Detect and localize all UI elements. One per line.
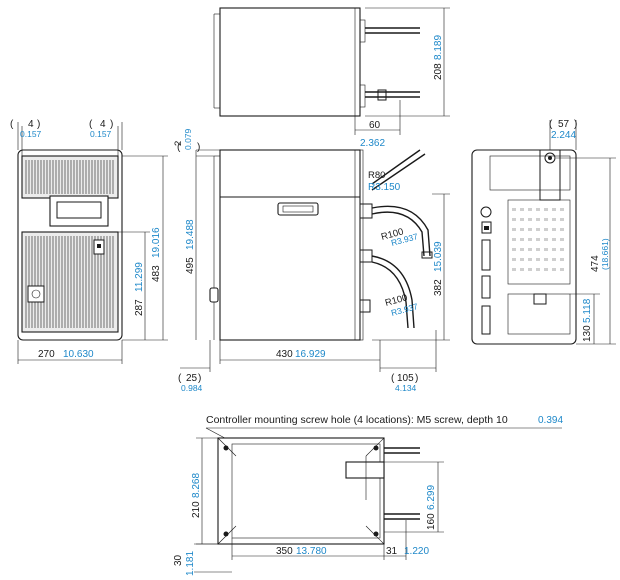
left-gap-mm: 4 xyxy=(28,119,34,130)
hose-r80 xyxy=(371,149,421,185)
side-top-gap-paren-r: ) xyxy=(197,142,200,153)
front-height-mm: 483 xyxy=(151,265,162,282)
top-view: 208 8.189 60 2.362 xyxy=(213,7,450,149)
rear-low-mm: 130 xyxy=(582,325,593,342)
rear-connector-round xyxy=(480,206,492,218)
front-bottom-vent-slats xyxy=(25,236,114,328)
fitting-2 xyxy=(359,249,373,263)
left-gap-open: ( xyxy=(10,119,14,130)
hose-r100-upper xyxy=(371,205,431,257)
side-width-mm: 430 xyxy=(276,349,293,360)
bottom-depth-in: 8.268 xyxy=(191,473,202,498)
top-offset-in: 2.362 xyxy=(360,138,385,149)
right-gap-in: 0.157 xyxy=(90,129,112,139)
front-width-mm: 270 xyxy=(38,349,55,360)
bottom-inner-in: 6.299 xyxy=(426,485,437,510)
front-mid-mm: 287 xyxy=(134,299,145,316)
side-right-ext-in: 4.134 xyxy=(395,383,417,393)
top-view-body xyxy=(219,7,361,117)
right-gap-mm: 4 xyxy=(100,119,106,130)
side-left-ext-open: ( xyxy=(178,373,182,384)
bottom-left-mm: 30 xyxy=(173,554,184,566)
front-width-in: 10.630 xyxy=(63,349,94,360)
left-gap-close: ) xyxy=(37,119,40,130)
front-height-in: 19.016 xyxy=(151,227,162,258)
side-handle xyxy=(277,202,319,216)
side-left-ext-close: ) xyxy=(198,373,201,384)
r80-in: R3.150 xyxy=(368,182,401,193)
screw-hole-1 xyxy=(223,445,229,451)
side-top-gap-in: 0.079 xyxy=(183,128,193,150)
screw-hole-4 xyxy=(373,531,379,537)
left-gap-in: 0.157 xyxy=(20,129,42,139)
rear-connector-1 xyxy=(481,239,491,271)
front-top-vent-slats xyxy=(25,160,114,194)
bottom-right-in: 1.220 xyxy=(404,546,429,557)
rear-top-close: ) xyxy=(574,119,577,130)
bottom-left-in: 1.181 xyxy=(185,551,196,576)
bottom-depth-mm: 210 xyxy=(191,501,202,518)
right-gap-close: ) xyxy=(110,119,113,130)
rear-connector-3 xyxy=(481,305,491,335)
top-depth-mm: 208 xyxy=(433,63,444,80)
screw-hole-3 xyxy=(373,445,379,451)
bottom-inner-outline xyxy=(231,443,381,539)
top-offset-mm: 60 xyxy=(369,120,381,131)
rear-top-mm: 57 xyxy=(558,119,570,130)
front-display-panel xyxy=(49,195,109,227)
side-foot xyxy=(209,287,219,303)
rear-low-in: 5.118 xyxy=(582,298,593,323)
right-gap-open: ( xyxy=(89,119,93,130)
bottom-connector-block xyxy=(345,461,385,479)
side-view-body xyxy=(219,149,361,341)
rear-height-in: (18.661) xyxy=(600,238,610,270)
rear-height-mm: 474 xyxy=(590,255,601,272)
front-top-vent xyxy=(21,155,119,199)
side-left-ext-in: 0.984 xyxy=(181,383,203,393)
hose-r100-lower xyxy=(371,255,415,329)
rear-vent-grid xyxy=(512,208,564,271)
side-right-ext-open: ( xyxy=(391,373,395,384)
rear-top-open: ( xyxy=(549,119,553,130)
top-depth-in: 8.189 xyxy=(433,35,444,60)
note-value: 0.394 xyxy=(538,415,563,426)
rear-top-fitting xyxy=(544,152,556,164)
rear-view: ( 57 ) 2.244 474 (18.661) 130 5.118 xyxy=(471,119,616,345)
front-view: ( 4 ) 0.157 ( 4 ) 0.157 483 19.016 287 1… xyxy=(10,119,168,364)
bottom-view-body xyxy=(217,437,385,545)
fitting-1 xyxy=(359,203,373,219)
r80-mm: R80 xyxy=(368,170,385,181)
front-display-screen xyxy=(56,201,102,219)
hose-height-in: 15.039 xyxy=(433,241,444,272)
rear-connector-2 xyxy=(481,275,491,299)
side-left-ext-mm: 25 xyxy=(186,373,198,384)
side-view: R80 R3.150 R100 R3.937 R100 R3.937 2 0.0… xyxy=(173,128,450,393)
front-mid-in: 11.299 xyxy=(134,262,145,292)
side-width-in: 16.929 xyxy=(295,349,326,360)
rear-view-body xyxy=(471,149,577,345)
side-right-ext-mm: 105 xyxy=(397,373,414,384)
bottom-inner-mm: 160 xyxy=(426,513,437,530)
rear-top-in: 2.244 xyxy=(551,130,576,141)
side-height-in: 19.488 xyxy=(185,219,196,250)
side-top-gap-paren-l: ( xyxy=(177,142,181,153)
bottom-width-mm: 350 xyxy=(276,546,293,557)
bottom-right-mm: 31 xyxy=(386,546,398,557)
note-text: Controller mounting screw hole (4 locati… xyxy=(206,414,508,426)
bottom-view: Controller mounting screw hole (4 locati… xyxy=(173,414,563,576)
screw-hole-2 xyxy=(223,531,229,537)
side-right-ext-close: ) xyxy=(415,373,418,384)
hose-height-mm: 382 xyxy=(433,279,444,296)
power-switch-icon xyxy=(27,285,45,303)
fitting-3 xyxy=(359,299,371,313)
side-top-gap-mm: 2 xyxy=(173,141,184,146)
side-height-mm: 495 xyxy=(185,257,196,274)
bottom-width-in: 13.780 xyxy=(296,546,327,557)
